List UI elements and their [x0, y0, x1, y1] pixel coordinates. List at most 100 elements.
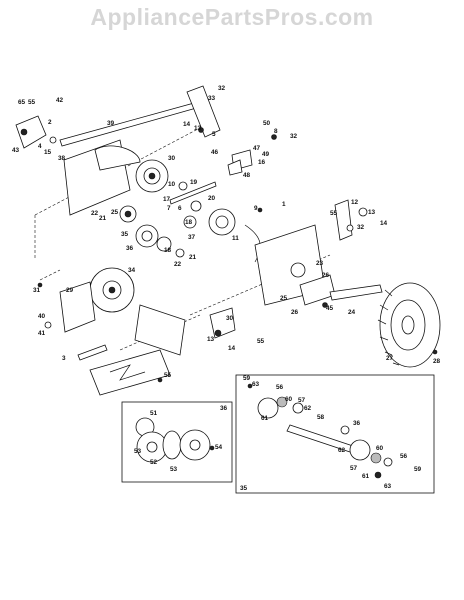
callout-60: 60: [376, 445, 384, 452]
bolt-45: [322, 302, 328, 308]
callout-46: 46: [211, 149, 219, 156]
callout-30: 30: [226, 315, 234, 322]
gear-56a: [257, 397, 279, 419]
rim-hub: [401, 315, 415, 335]
callout-54: 54: [215, 444, 223, 451]
callout-39: 39: [107, 120, 115, 127]
callout-53: 53: [134, 448, 142, 455]
bearing-18b: [175, 248, 185, 258]
callout-1: 1: [282, 201, 286, 208]
callout-7: 7: [167, 205, 171, 212]
gear-sprocket-hub: [215, 215, 229, 229]
callout-28: 28: [433, 358, 441, 365]
callout-13: 13: [194, 125, 202, 132]
callout-20: 20: [208, 195, 216, 202]
callout-41: 41: [38, 330, 46, 337]
callout-55: 55: [257, 338, 265, 345]
callout-4: 4: [38, 143, 42, 150]
callout-49: 49: [262, 151, 270, 158]
crank-washer: [49, 136, 57, 144]
callout-32: 32: [290, 133, 298, 140]
callout-48: 48: [243, 172, 251, 179]
bolt-55c: [157, 377, 163, 383]
pin-62a: [292, 402, 304, 414]
callout-36: 36: [353, 420, 361, 427]
callout-13: 13: [207, 336, 215, 343]
callout-12: 12: [351, 199, 359, 206]
callout-21: 21: [189, 254, 197, 261]
bolt-14a: [198, 127, 204, 133]
callout-58: 58: [317, 414, 325, 421]
callout-61: 61: [362, 473, 370, 480]
bushing-13b: [358, 207, 368, 217]
callout-36: 36: [126, 245, 134, 252]
callout-21: 21: [99, 215, 107, 222]
callout-19: 19: [190, 179, 198, 186]
callout-35: 35: [240, 485, 248, 492]
spring-3: [77, 344, 108, 361]
callout-31: 31: [33, 287, 41, 294]
skid-plate-pattern: [109, 364, 146, 381]
bearing-18: [183, 215, 197, 229]
deflector-bolt: [20, 128, 28, 136]
callout-22: 22: [91, 210, 99, 217]
washer-60a: [276, 396, 288, 408]
callout-29: 29: [66, 287, 74, 294]
callout-56: 56: [400, 453, 408, 460]
callout-30: 30: [168, 155, 176, 162]
callout-26: 26: [291, 309, 299, 316]
screw-63b: [374, 471, 382, 479]
callout-35: 35: [121, 231, 129, 238]
callout-62: 62: [338, 447, 346, 454]
drive-pulley-center: [108, 286, 116, 294]
friction-disc-center: [148, 172, 156, 180]
callout-10: 10: [168, 181, 176, 188]
bracket-12: [334, 199, 353, 241]
callout-55: 55: [164, 372, 172, 379]
callout-47: 47: [253, 145, 261, 152]
callout-56: 56: [276, 384, 284, 391]
callout-17: 17: [163, 196, 171, 203]
callout-60: 60: [285, 396, 293, 403]
auger-housing-top: [94, 145, 141, 171]
callout-25: 25: [111, 209, 119, 216]
callout-9: 9: [254, 205, 258, 212]
inset-box-35: [235, 374, 435, 494]
bearing-36c: [340, 425, 350, 435]
callout-16: 16: [258, 159, 266, 166]
callout-8: 8: [274, 128, 278, 135]
gear-36: [156, 236, 172, 252]
callout-36: 36: [220, 405, 228, 412]
callout-25: 25: [280, 295, 288, 302]
callout-14: 14: [228, 345, 236, 352]
callout-14: 14: [380, 220, 388, 227]
callout-34: 34: [128, 267, 136, 274]
callout-40: 40: [38, 313, 46, 320]
gear-56b: [349, 439, 371, 461]
callout-63: 63: [252, 381, 260, 388]
callout-65: 65: [18, 99, 26, 106]
chute-bracket: [186, 85, 221, 138]
callout-63: 63: [384, 483, 392, 490]
callout-14: 14: [183, 121, 191, 128]
disc-53b-hub: [189, 439, 201, 451]
callout-55: 55: [28, 99, 36, 106]
screw-54: [209, 445, 215, 451]
skid-plate: [89, 349, 171, 396]
bearing-20: [190, 200, 202, 212]
screw-59a: [247, 383, 253, 389]
callout-18: 18: [164, 247, 172, 254]
callout-37: 37: [188, 234, 196, 241]
bolt-13c: [214, 329, 222, 337]
callout-26: 26: [322, 272, 330, 279]
axle-24: [329, 284, 383, 301]
watermark-text: AppliancePartsPros.com: [90, 4, 374, 30]
callout-2: 2: [48, 119, 52, 126]
pulley-bracket-29: [59, 281, 96, 333]
callout-51: 51: [150, 410, 158, 417]
callout-61: 61: [261, 415, 269, 422]
bolt-28: [432, 349, 438, 355]
callout-59: 59: [414, 466, 422, 473]
callout-59: 59: [243, 375, 251, 382]
